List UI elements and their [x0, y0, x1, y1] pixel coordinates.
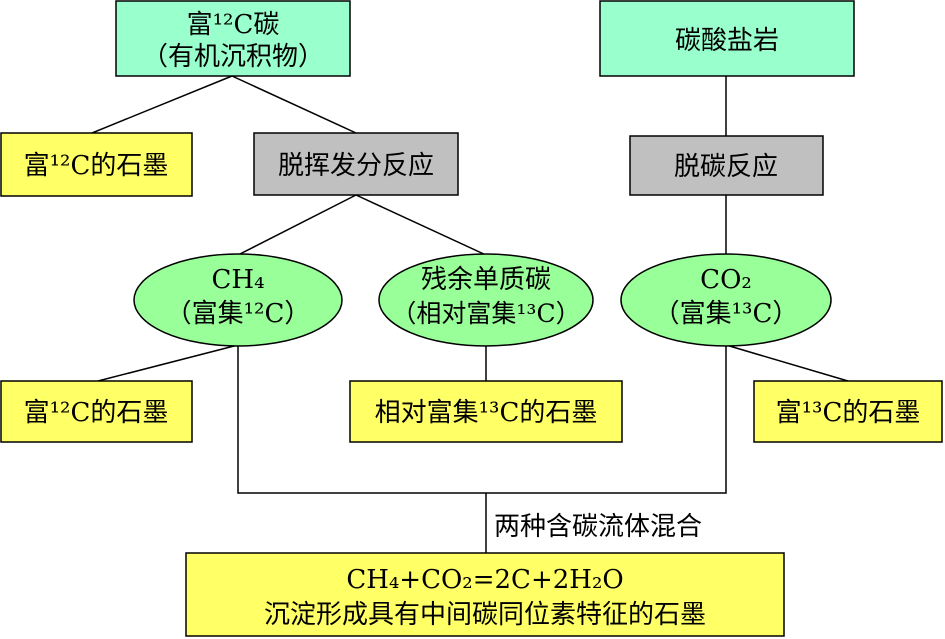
co2-formula: CO₂ — [700, 265, 752, 295]
organic-carbon-title: 富¹²C碳 — [187, 10, 280, 40]
graphite-13c-box: 富¹³C的石墨 — [753, 380, 943, 443]
fluid-mixing-label: 两种含碳流体混合 — [494, 512, 702, 542]
residual-carbon-ellipse: 残余单质碳 （相对富集¹³C） — [378, 253, 594, 347]
graphite-12c-bottom-label: 富¹²C的石墨 — [24, 398, 169, 428]
devolatilization-label: 脱挥发分反应 — [278, 151, 434, 181]
graphite-12c-top-box: 富¹²C的石墨 — [0, 132, 193, 197]
decarbonation-label: 脱碳反应 — [674, 152, 778, 182]
ch4-formula: CH₄ — [212, 265, 265, 295]
connector-lines — [91, 75, 849, 553]
graphite-relative-13c-label: 相对富集¹³C的石墨 — [375, 398, 598, 428]
decarbonation-box: 脱碳反应 — [629, 135, 824, 196]
devolatilization-box: 脱挥发分反应 — [253, 132, 459, 196]
reaction-equation: CH₄+CO₂=2C+2H₂O — [346, 565, 623, 595]
organic-carbon-box: 富¹²C碳 （有机沉积物） — [115, 0, 351, 77]
ch4-ellipse: CH₄ （富集¹²C） — [133, 253, 343, 347]
residual-carbon-title: 残余单质碳 — [421, 265, 551, 295]
carbonate-rock-box: 碳酸盐岩 — [599, 0, 855, 77]
residual-carbon-note: （相对富集¹³C） — [391, 299, 580, 328]
graphite-relative-13c-box: 相对富集¹³C的石墨 — [349, 380, 623, 443]
ch4-note: （富集¹²C） — [166, 299, 311, 329]
co2-note: （富集¹³C） — [654, 299, 799, 329]
mixed-graphite-result-box: CH₄+CO₂=2C+2H₂O 沉淀形成具有中间碳同位素特征的石墨 — [185, 552, 785, 637]
graphite-13c-label: 富¹³C的石墨 — [776, 398, 921, 428]
graphite-12c-bottom-box: 富¹²C的石墨 — [0, 380, 193, 443]
carbonate-rock-label: 碳酸盐岩 — [675, 26, 779, 56]
graphite-12c-top-label: 富¹²C的石墨 — [24, 151, 169, 181]
result-description: 沉淀形成具有中间碳同位素特征的石墨 — [264, 600, 706, 630]
organic-carbon-subtitle: （有机沉积物） — [142, 42, 324, 72]
co2-ellipse: CO₂ （富集¹³C） — [620, 253, 832, 347]
